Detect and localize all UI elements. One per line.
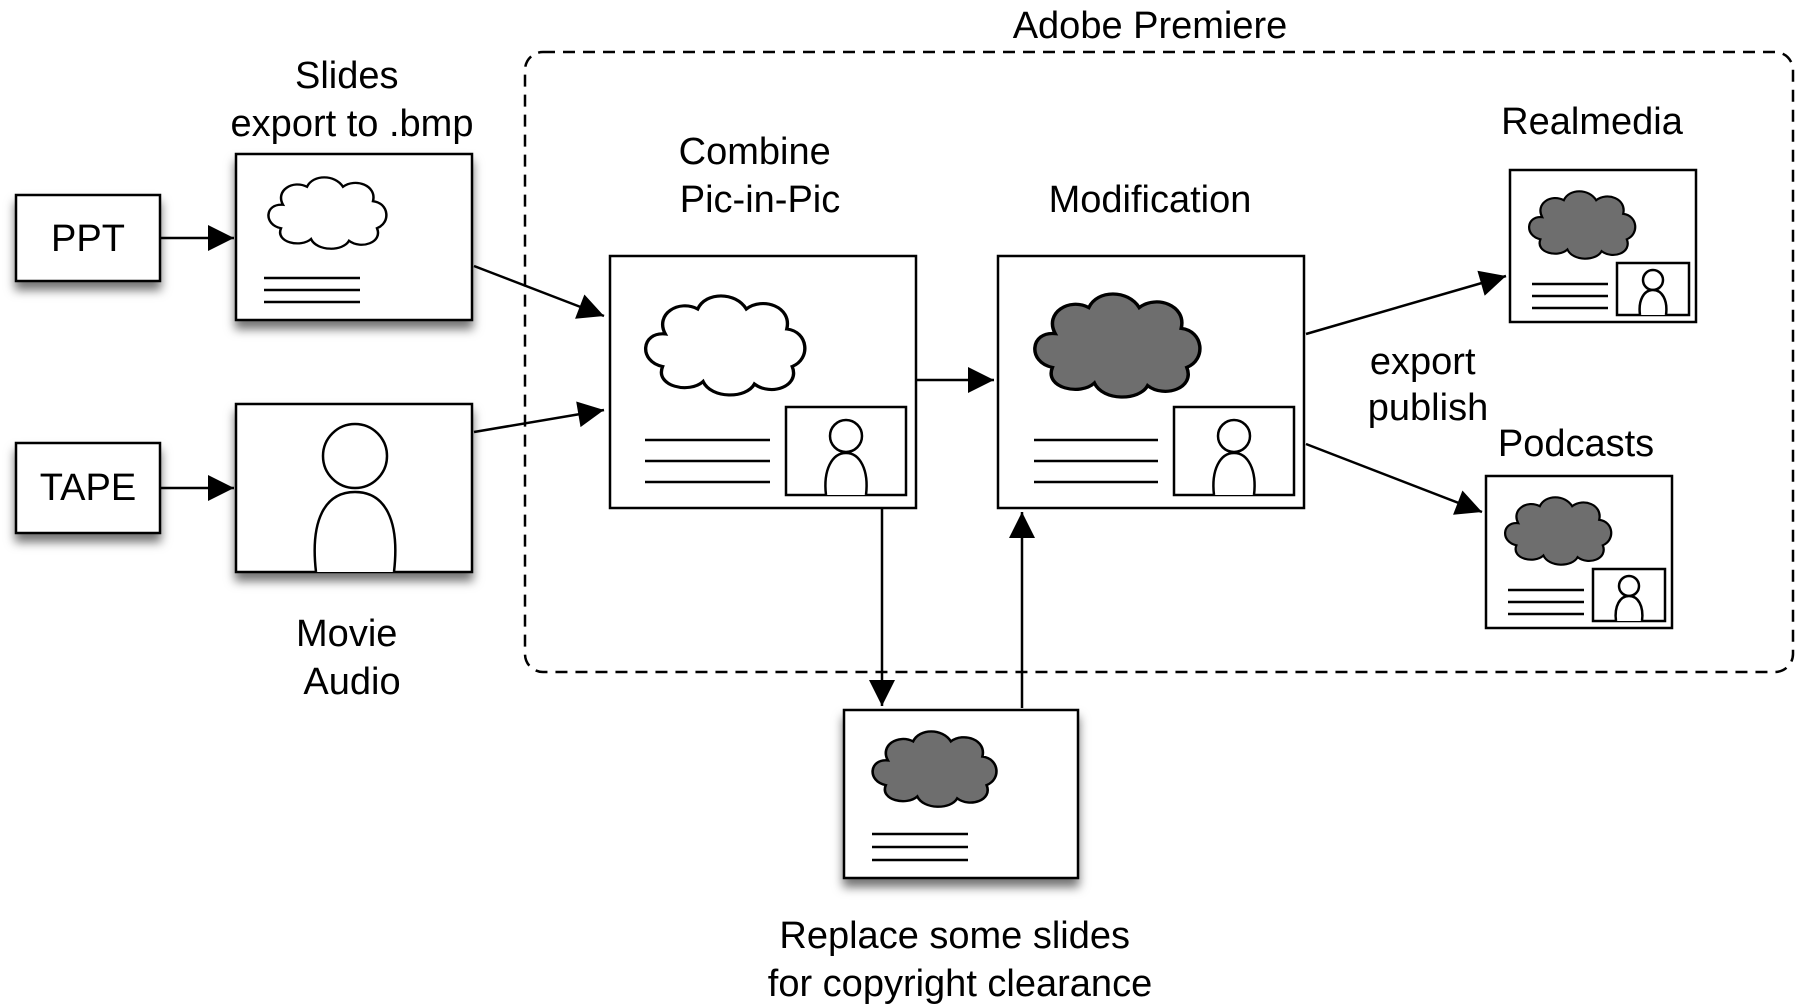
arrow-modification-to-realmedia <box>1305 270 1507 336</box>
pip-frame <box>1615 261 1691 317</box>
replace-slides-box <box>842 708 1080 880</box>
ppt-label: PPT <box>51 218 125 260</box>
podcasts-label: Podcasts <box>1498 423 1654 465</box>
person-icon <box>1614 574 1644 622</box>
tape-source: TAPE <box>14 441 162 535</box>
cloud-filled-icon <box>871 730 998 809</box>
cloud-filled-icon <box>1033 292 1202 399</box>
pip-frame <box>1591 567 1667 623</box>
text-lines-icon <box>264 276 360 304</box>
ppt-source: PPT <box>14 193 162 283</box>
cloud-outline-icon <box>643 294 807 397</box>
modification-label: Modification <box>1049 179 1252 221</box>
person-icon <box>313 422 397 573</box>
text-lines-icon <box>1532 282 1608 310</box>
slides-box <box>234 152 474 322</box>
text-lines-icon <box>1034 438 1158 484</box>
container-title: Adobe Premiere <box>1013 5 1288 47</box>
pip-frame <box>1172 405 1296 497</box>
podcasts-box <box>1484 474 1674 630</box>
adobe-premiere-container <box>523 50 1795 674</box>
movie-label: Movie Audio <box>296 613 408 703</box>
person-icon <box>1212 418 1256 496</box>
export-label: export publish <box>1368 341 1488 429</box>
pip-frame <box>784 405 908 497</box>
arrow-slides-to-combine <box>473 264 605 319</box>
combine-box <box>608 254 918 510</box>
realmedia-label: Realmedia <box>1501 101 1684 143</box>
cloud-outline-icon <box>267 176 388 250</box>
cloud-filled-icon <box>1503 496 1613 566</box>
text-lines-icon <box>645 438 770 484</box>
combine-label: Combine Pic-in-Pic <box>679 131 842 221</box>
person-icon <box>824 418 868 496</box>
text-lines-icon <box>1508 588 1584 616</box>
cloud-filled-icon <box>1527 190 1637 260</box>
modification-box <box>996 254 1306 510</box>
movie-box <box>234 402 474 574</box>
slides-label: Slides export to .bmp <box>231 55 474 145</box>
arrow-modification-to-podcasts <box>1305 442 1483 515</box>
tape-label: TAPE <box>40 467 136 509</box>
text-lines-icon <box>872 832 968 862</box>
arrow-movie-to-combine <box>473 401 605 434</box>
realmedia-box <box>1508 168 1698 324</box>
person-icon <box>1638 268 1668 316</box>
replace-label: Replace some slides for copyright cleara… <box>768 915 1152 1004</box>
